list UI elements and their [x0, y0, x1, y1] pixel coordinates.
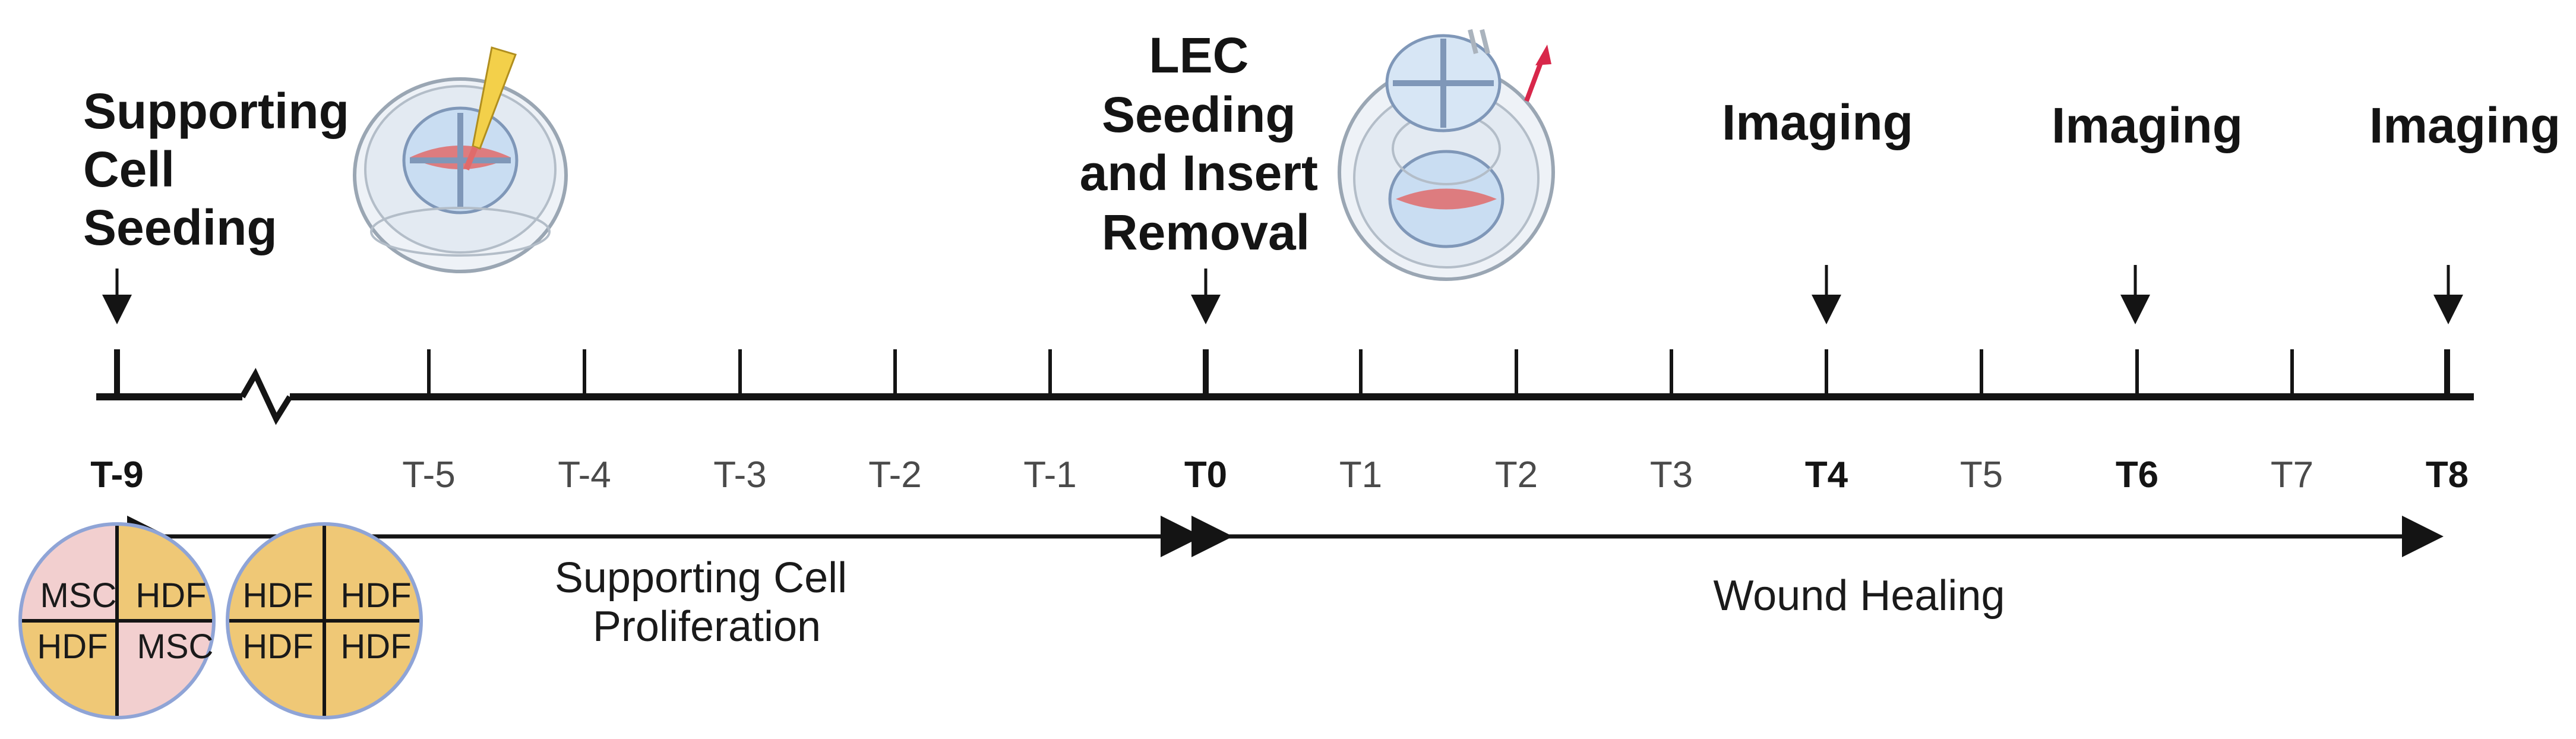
seeding-dish-icon: [353, 77, 568, 273]
well-hdf-only: HDF HDF HDF HDF: [226, 522, 423, 719]
tick-label-tm1: T-1: [1023, 454, 1077, 495]
event-lec-line-3: and Insert: [1080, 145, 1318, 201]
well-mixed-tr: HDF: [135, 576, 206, 615]
event-imaging-t4: Imaging: [1722, 94, 1913, 150]
tick-label-tm9: T-9: [90, 454, 144, 495]
phase-proliferation-line-1: Supporting Cell: [555, 554, 847, 602]
tick-label-tm2: T-2: [868, 454, 922, 495]
well-mixed-tl: MSC: [40, 576, 117, 615]
well-mixed: MSC HDF HDF MSC: [18, 522, 216, 719]
tick-label-tm4: T-4: [558, 454, 611, 495]
tick-label-t1: T1: [1339, 454, 1382, 495]
event-support-line-3: Seeding: [83, 200, 277, 255]
well-hdf-br: HDF: [340, 627, 411, 666]
well-mixed-br: MSC: [137, 627, 214, 666]
tick-label-t3: T3: [1650, 454, 1693, 495]
event-lec-line-4: Removal: [1102, 204, 1310, 260]
event-supporting-cell-seeding: Supporting Cell Seeding: [83, 83, 363, 255]
axis-break-icon: [239, 368, 293, 425]
removal-arrow-icon: [1524, 45, 1551, 102]
tick-label-t4: T4: [1805, 454, 1848, 495]
tick-label-t0: T0: [1184, 454, 1227, 495]
phase-proliferation-line-2: Proliferation: [593, 603, 821, 650]
tick-label-t6: T6: [2116, 454, 2158, 495]
event-imaging-t6: Imaging: [2052, 97, 2243, 153]
phase-label-healing: Wound Healing: [1714, 572, 2005, 620]
timeline-axis: [96, 349, 2474, 425]
tick-label-t7: T7: [2271, 454, 2313, 495]
event-support-line-1: Supporting: [83, 83, 349, 139]
tick-label-t8: T8: [2426, 454, 2468, 495]
event-imaging-t8: Imaging: [2369, 97, 2561, 153]
well-mixed-bl: HDF: [37, 627, 108, 666]
well-hdf-tr: HDF: [340, 576, 411, 615]
phase-label-proliferation: Supporting Cell Proliferation: [555, 554, 859, 650]
tick-label-t2: T2: [1495, 454, 1538, 495]
insert-removal-dish-icon: [1338, 29, 1555, 281]
tick-label-t5: T5: [1960, 454, 2003, 495]
event-support-line-2: Cell: [83, 141, 175, 197]
well-hdf-bl: HDF: [242, 627, 313, 666]
well-hdf-tl: HDF: [242, 576, 313, 615]
tick-label-tm3: T-3: [713, 454, 767, 495]
pipette-icon: [463, 46, 517, 170]
event-lec-line-1: LEC: [1149, 27, 1249, 83]
tick-label-tm5: T-5: [402, 454, 456, 495]
event-lec-seeding-insert-removal: LEC Seeding and Insert Removal: [1080, 27, 1332, 260]
event-lec-line-2: Seeding: [1102, 87, 1296, 143]
